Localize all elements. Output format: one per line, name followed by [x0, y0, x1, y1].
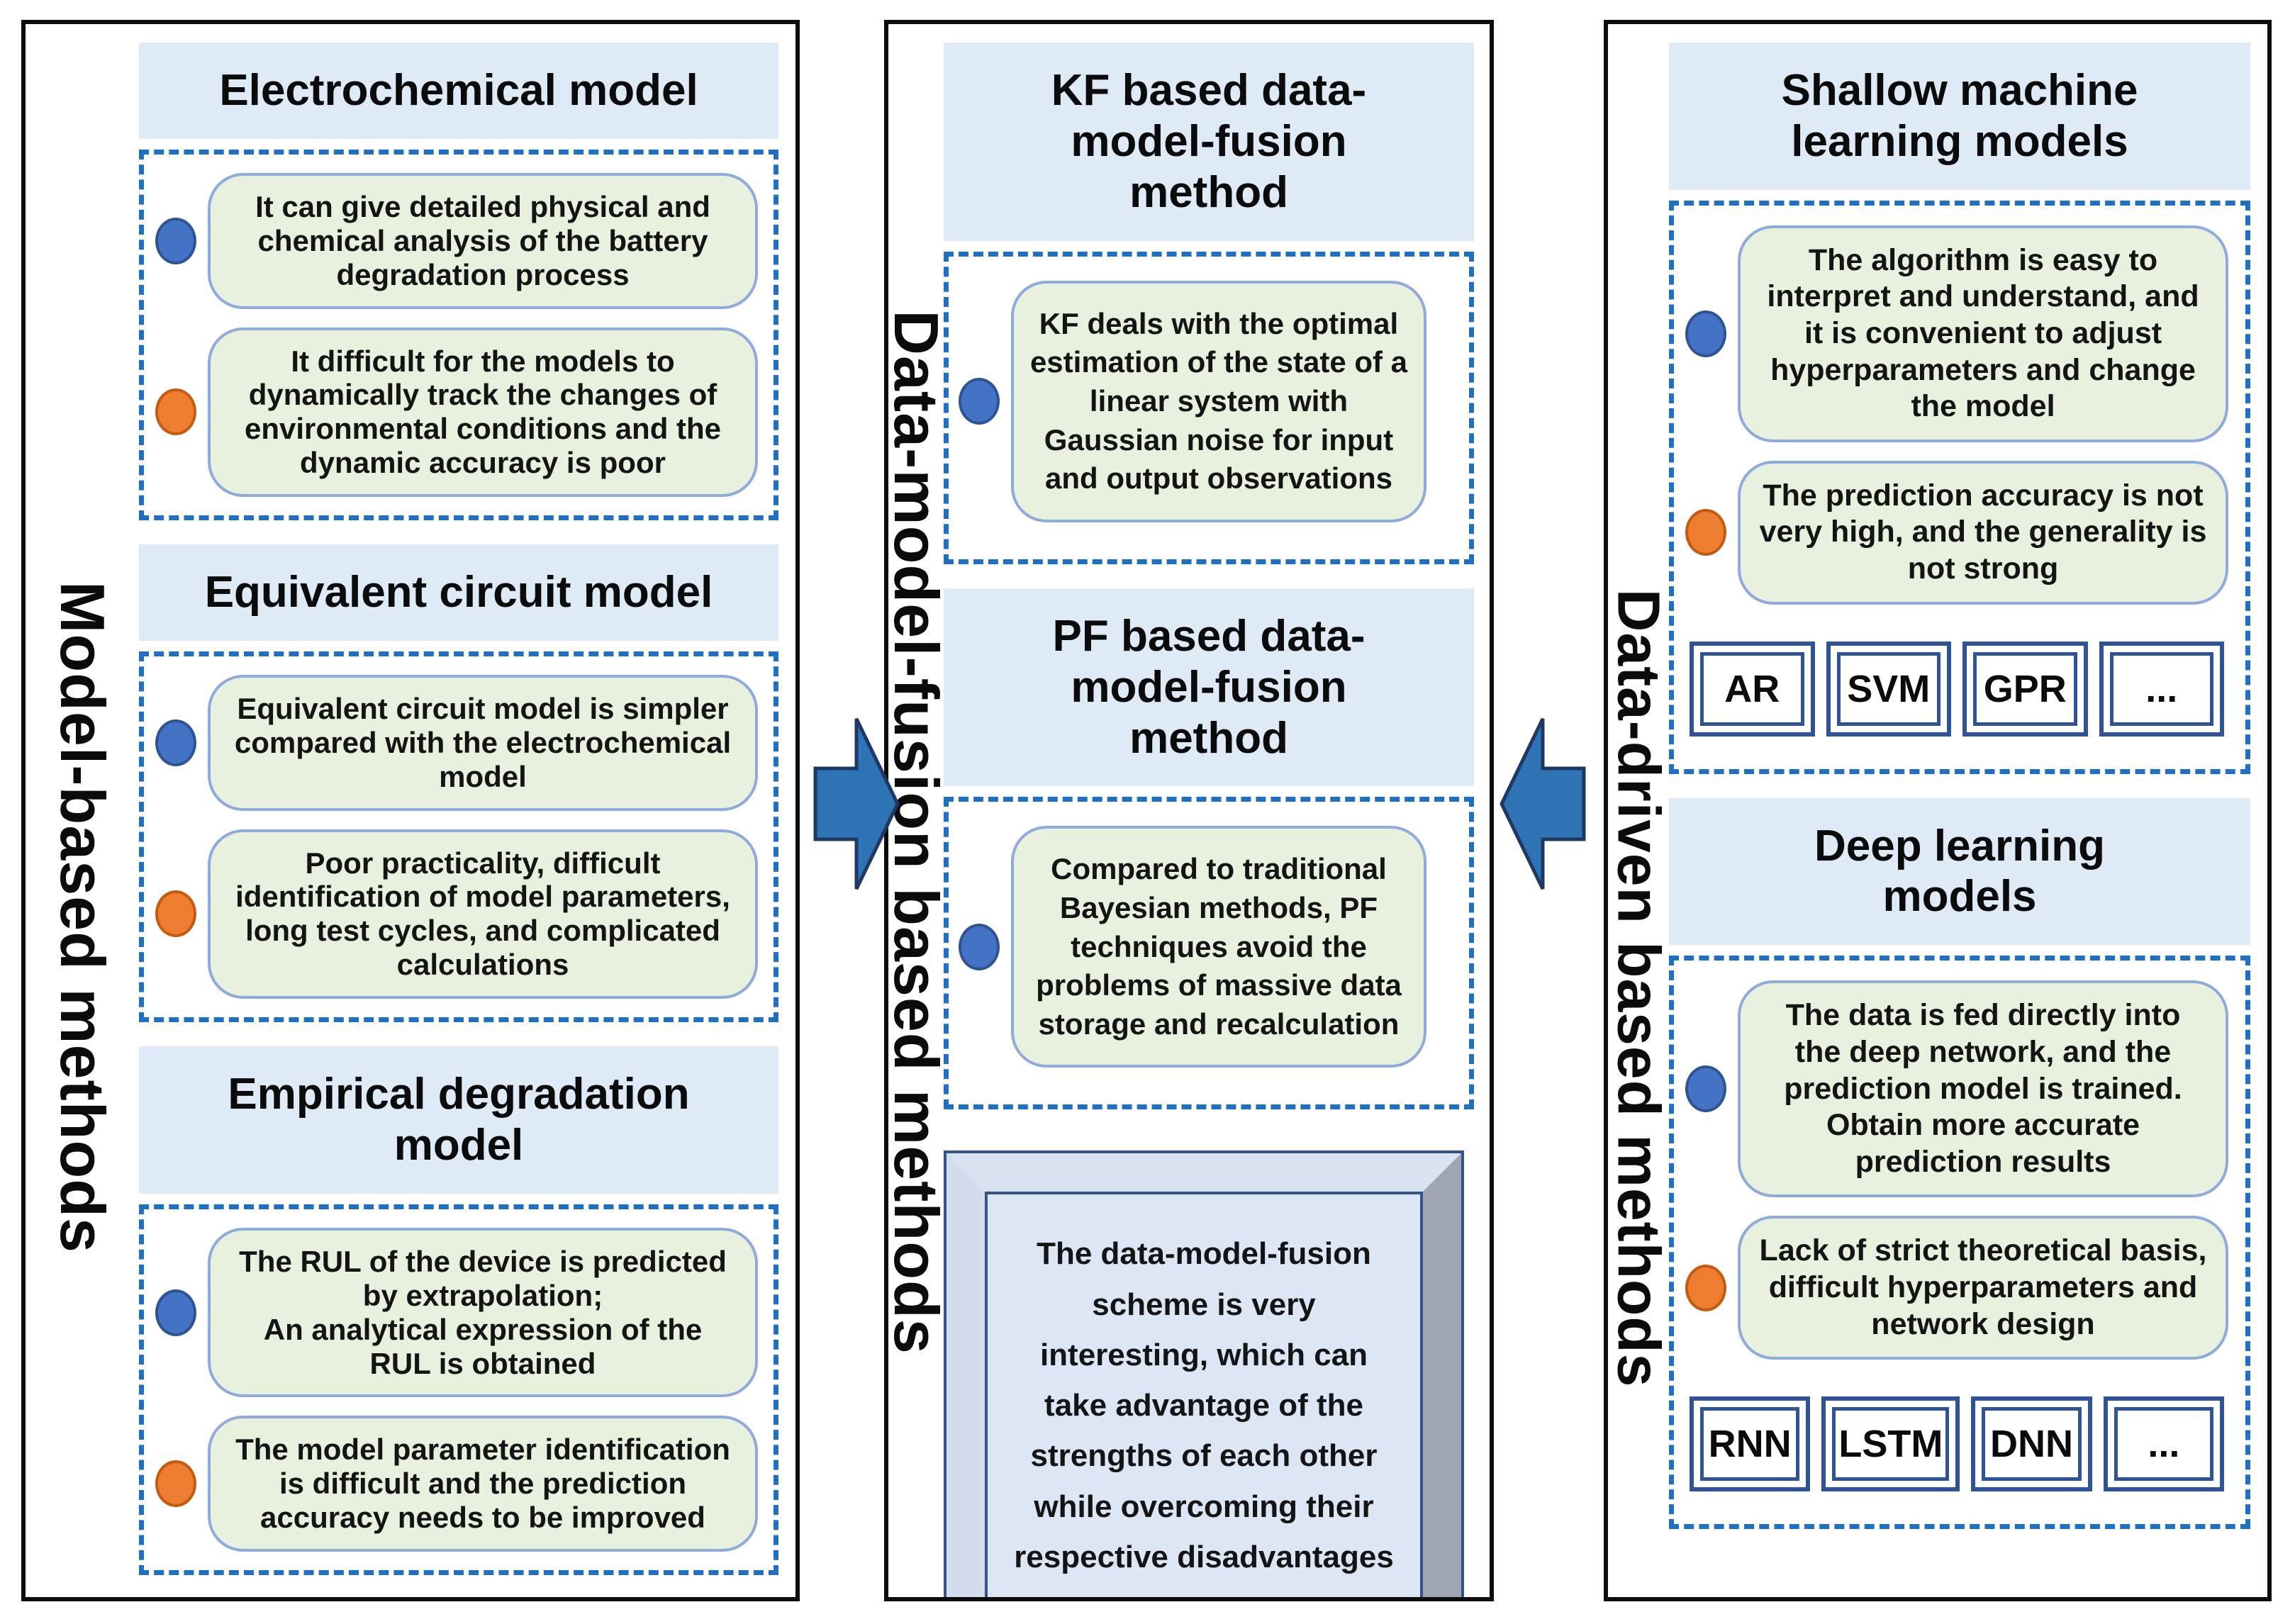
section-header: PF based data- model-fusion method	[944, 588, 1474, 787]
method-chip-label: GPR	[1973, 651, 2077, 726]
summary-3d-box: The data-model-fusion scheme is very int…	[944, 1150, 1464, 1597]
section-kf-fusion-method: KF based data- model-fusion method KF de…	[944, 43, 1474, 564]
section-deep-learning: Deep learning models The data is fed dir…	[1669, 797, 2250, 1530]
section-electrochemical-model: Electrochemical model It can give detail…	[139, 43, 778, 521]
algorithm-chip-row: RNN LSTM DNN ...	[1685, 1396, 2228, 1492]
panel-content: KF based data- model-fusion method KF de…	[944, 24, 1490, 1597]
section-body: Equivalent circuit model is simpler comp…	[139, 651, 778, 1023]
feature-text-box: It can give detailed physical and chemic…	[208, 172, 758, 309]
section-pf-fusion-method: PF based data- model-fusion method Compa…	[944, 588, 1474, 1110]
method-chip-label: ...	[2113, 1407, 2214, 1482]
section-header: KF based data- model-fusion method	[944, 43, 1474, 241]
method-chip: GPR	[1962, 641, 2088, 737]
side-label-strip: Data-driven based methods	[1608, 24, 1673, 1597]
section-shallow-machine-learning: Shallow machine learning models The algo…	[1669, 43, 2250, 774]
method-chip: ...	[2103, 1396, 2225, 1492]
disadvantage-bullet-icon	[1685, 509, 1726, 556]
panel-side-label: Data-driven based methods	[1605, 588, 1673, 1387]
method-chip: DNN	[1971, 1396, 2092, 1492]
panel-side-label: Model-based methods	[48, 581, 118, 1253]
section-header: Equivalent circuit model	[139, 544, 778, 641]
algorithm-chip-row: AR SVM GPR ...	[1685, 641, 2228, 737]
section-header: Deep learning models	[1669, 797, 2250, 946]
feature-text-box: KF deals with the optimal estimation of …	[1011, 280, 1426, 522]
method-chip-label: RNN	[1700, 1407, 1800, 1482]
section-body: The algorithm is easy to interpret and u…	[1669, 200, 2250, 774]
feature-text-box: The data is fed directly into the deep n…	[1738, 980, 2228, 1198]
data-model-fusion-panel: Data-model-fusion based methods KF based…	[884, 20, 1494, 1601]
disadvantage-bullet-icon	[155, 1460, 196, 1508]
feature-row: The prediction accuracy is not very high…	[1685, 460, 2228, 605]
section-header: Shallow machine learning models	[1669, 43, 2250, 190]
feature-text-box: The prediction accuracy is not very high…	[1738, 460, 2228, 605]
section-body: Compared to traditional Bayesian methods…	[944, 797, 1474, 1110]
feature-text-box: The RUL of the device is predicted by ex…	[208, 1227, 758, 1398]
disadvantage-bullet-icon	[155, 890, 196, 938]
panel-content: Shallow machine learning models The algo…	[1669, 24, 2267, 1597]
method-chip-label: SVM	[1836, 651, 1941, 726]
feature-row: The RUL of the device is predicted by ex…	[155, 1227, 758, 1398]
arrow-left-icon	[1500, 717, 1586, 890]
advantage-bullet-icon	[1685, 310, 1726, 357]
method-chip: LSTM	[1821, 1396, 1960, 1492]
section-header: Electrochemical model	[139, 43, 778, 139]
method-chip: AR	[1690, 641, 1815, 737]
section-body: KF deals with the optimal estimation of …	[944, 251, 1474, 564]
feature-row: Poor practicality, difficult identificat…	[155, 829, 758, 999]
method-chip: RNN	[1690, 1396, 1811, 1492]
model-based-methods-panel: Model-based methods Electrochemical mode…	[21, 20, 800, 1601]
advantage-bullet-icon	[959, 923, 1000, 970]
disadvantage-bullet-icon	[155, 388, 196, 436]
feature-row: The algorithm is easy to interpret and u…	[1685, 225, 2228, 442]
feature-text-box: The model parameter identification is di…	[208, 1416, 758, 1552]
summary-text: The data-model-fusion scheme is very int…	[1014, 1236, 1394, 1574]
panel-content: Electrochemical model It can give detail…	[139, 24, 795, 1597]
feature-text-box: It difficult for the models to dynamical…	[208, 327, 758, 498]
feature-row: KF deals with the optimal estimation of …	[959, 280, 1452, 522]
side-label-strip: Model-based methods	[26, 24, 139, 1597]
data-driven-methods-panel: Data-driven based methods Shallow machin…	[1604, 20, 2272, 1601]
method-chip-label: AR	[1700, 651, 1804, 726]
arrow-right-icon	[813, 717, 900, 890]
method-chip-label: DNN	[1982, 1407, 2082, 1482]
feature-text-box: Lack of strict theoretical basis, diffic…	[1738, 1216, 2228, 1360]
advantage-bullet-icon	[959, 378, 1000, 425]
method-chip: ...	[2099, 641, 2224, 737]
section-empirical-degradation-model: Empirical degradation model The RUL of t…	[139, 1046, 778, 1575]
section-body: The RUL of the device is predicted by ex…	[139, 1204, 778, 1575]
advantage-bullet-icon	[155, 719, 196, 766]
feature-row: It can give detailed physical and chemic…	[155, 172, 758, 309]
feature-row: Compared to traditional Bayesian methods…	[959, 826, 1452, 1068]
feature-row: Equivalent circuit model is simpler comp…	[155, 674, 758, 811]
method-chip-label: LSTM	[1832, 1407, 1950, 1482]
section-equivalent-circuit-model: Equivalent circuit model Equivalent circ…	[139, 544, 778, 1023]
feature-row: It difficult for the models to dynamical…	[155, 327, 758, 498]
disadvantage-bullet-icon	[1685, 1264, 1726, 1311]
section-body: The data is fed directly into the deep n…	[1669, 956, 2250, 1530]
feature-row: The data is fed directly into the deep n…	[1685, 980, 2228, 1198]
feature-text-box: Poor practicality, difficult identificat…	[208, 829, 758, 999]
advantage-bullet-icon	[1685, 1065, 1726, 1113]
section-body: It can give detailed physical and chemic…	[139, 149, 778, 521]
advantage-bullet-icon	[155, 217, 196, 264]
method-chip-label: ...	[2109, 651, 2213, 726]
feature-text-box: Compared to traditional Bayesian methods…	[1011, 826, 1426, 1068]
method-chip: SVM	[1826, 641, 1951, 737]
advantage-bullet-icon	[155, 1289, 196, 1336]
feature-text-box: Equivalent circuit model is simpler comp…	[208, 674, 758, 811]
feature-text-box: The algorithm is easy to interpret and u…	[1738, 225, 2228, 442]
feature-row: Lack of strict theoretical basis, diffic…	[1685, 1216, 2228, 1360]
section-header: Empirical degradation model	[139, 1046, 778, 1194]
feature-row: The model parameter identification is di…	[155, 1416, 758, 1552]
